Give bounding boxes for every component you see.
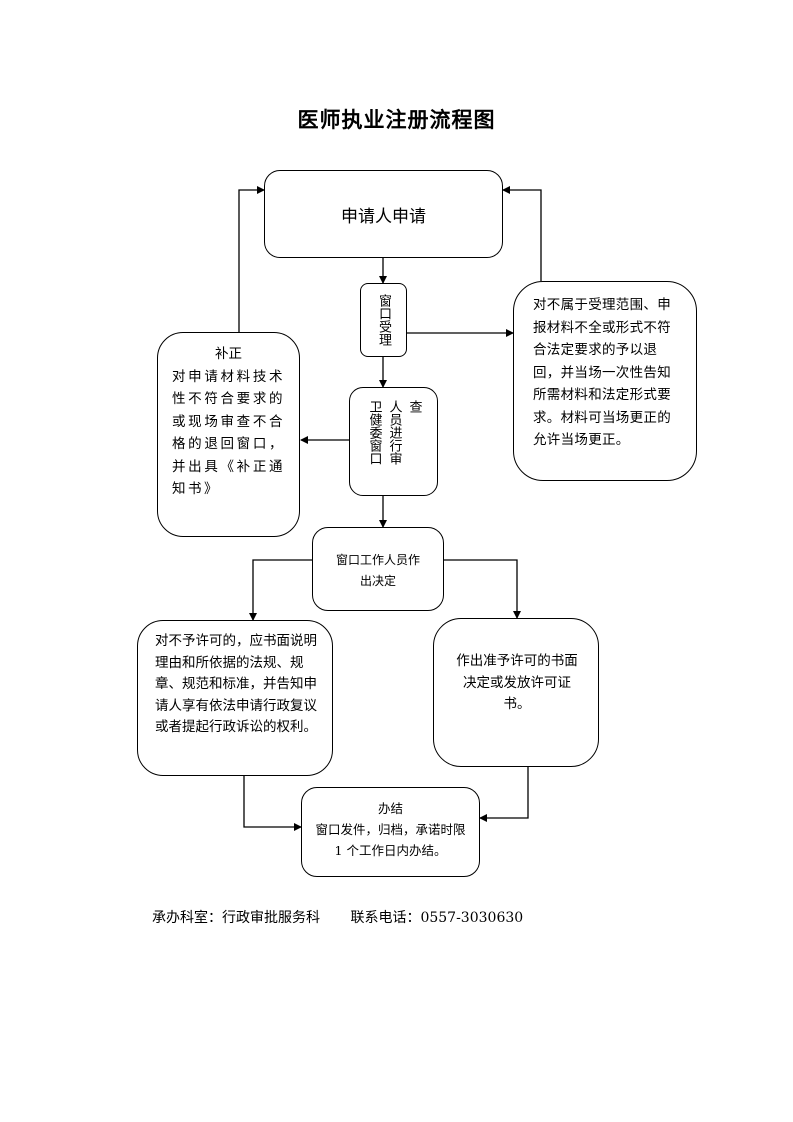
arrow-correction-to-apply <box>238 186 265 332</box>
arrow-deny-to-complete <box>243 776 302 831</box>
node-window-accept: 窗口受理 <box>360 283 407 357</box>
node-reject-return-text: 对不属于受理范围、申报材料不全或形式不符合法定要求的予以退回，并当场一次性告知所… <box>533 297 671 448</box>
footer-phone: 联系电话：0557-3030630 <box>350 910 524 926</box>
arrow-decision-to-deny <box>249 559 312 621</box>
node-window-accept-label: 窗口受理 <box>376 294 391 346</box>
node-complete-text: 窗口发件，归档，承诺时限 1 个工作日内办结。 <box>315 822 466 858</box>
node-correction: 补正 对申请材料技术性不符合要求的或现场审查不合格的退回窗口，并出具《补正通知书… <box>157 332 300 537</box>
node-deny-text: 对不予许可的，应书面说明理由和所依据的法规、规章、规范和标准，并告知申请人享有依… <box>155 633 317 735</box>
arrow-approve-to-complete <box>479 767 529 822</box>
node-complete: 办结 窗口发件，归档，承诺时限 1 个工作日内办结。 <box>301 787 480 877</box>
arrow-decision-to-approve <box>444 559 521 619</box>
node-decision: 窗口工作人员作出决定 <box>312 527 444 611</box>
node-review-label: 卫健委窗口人员进行审查 <box>366 400 422 465</box>
node-reject-return: 对不属于受理范围、申报材料不全或形式不符合法定要求的予以退回，并当场一次性告知所… <box>513 281 697 481</box>
node-approve-text: 作出准予许可的书面决定或发放许可证书。 <box>456 653 578 712</box>
footer: 承办科室：行政审批服务科 联系电话：0557-3030630 <box>152 907 523 927</box>
node-apply: 申请人申请 <box>264 170 503 258</box>
node-apply-label: 申请人申请 <box>341 206 426 227</box>
node-approve: 作出准予许可的书面决定或发放许可证书。 <box>433 618 599 767</box>
node-complete-title: 办结 <box>377 801 403 816</box>
footer-department: 承办科室：行政审批服务科 <box>152 910 320 926</box>
page-title: 医师执业注册流程图 <box>297 107 496 132</box>
node-review: 卫健委窗口人员进行审查 <box>349 387 438 496</box>
arrow-reject-to-apply <box>502 186 542 281</box>
node-deny: 对不予许可的，应书面说明理由和所依据的法规、规章、规范和标准，并告知申请人享有依… <box>137 620 333 776</box>
node-correction-text: 对申请材料技术性不符合要求的或现场审查不合格的退回窗口，并出具《补正通知书》 <box>172 368 285 498</box>
node-decision-label: 窗口工作人员作出决定 <box>335 553 420 588</box>
node-correction-title: 补正 <box>215 346 242 362</box>
